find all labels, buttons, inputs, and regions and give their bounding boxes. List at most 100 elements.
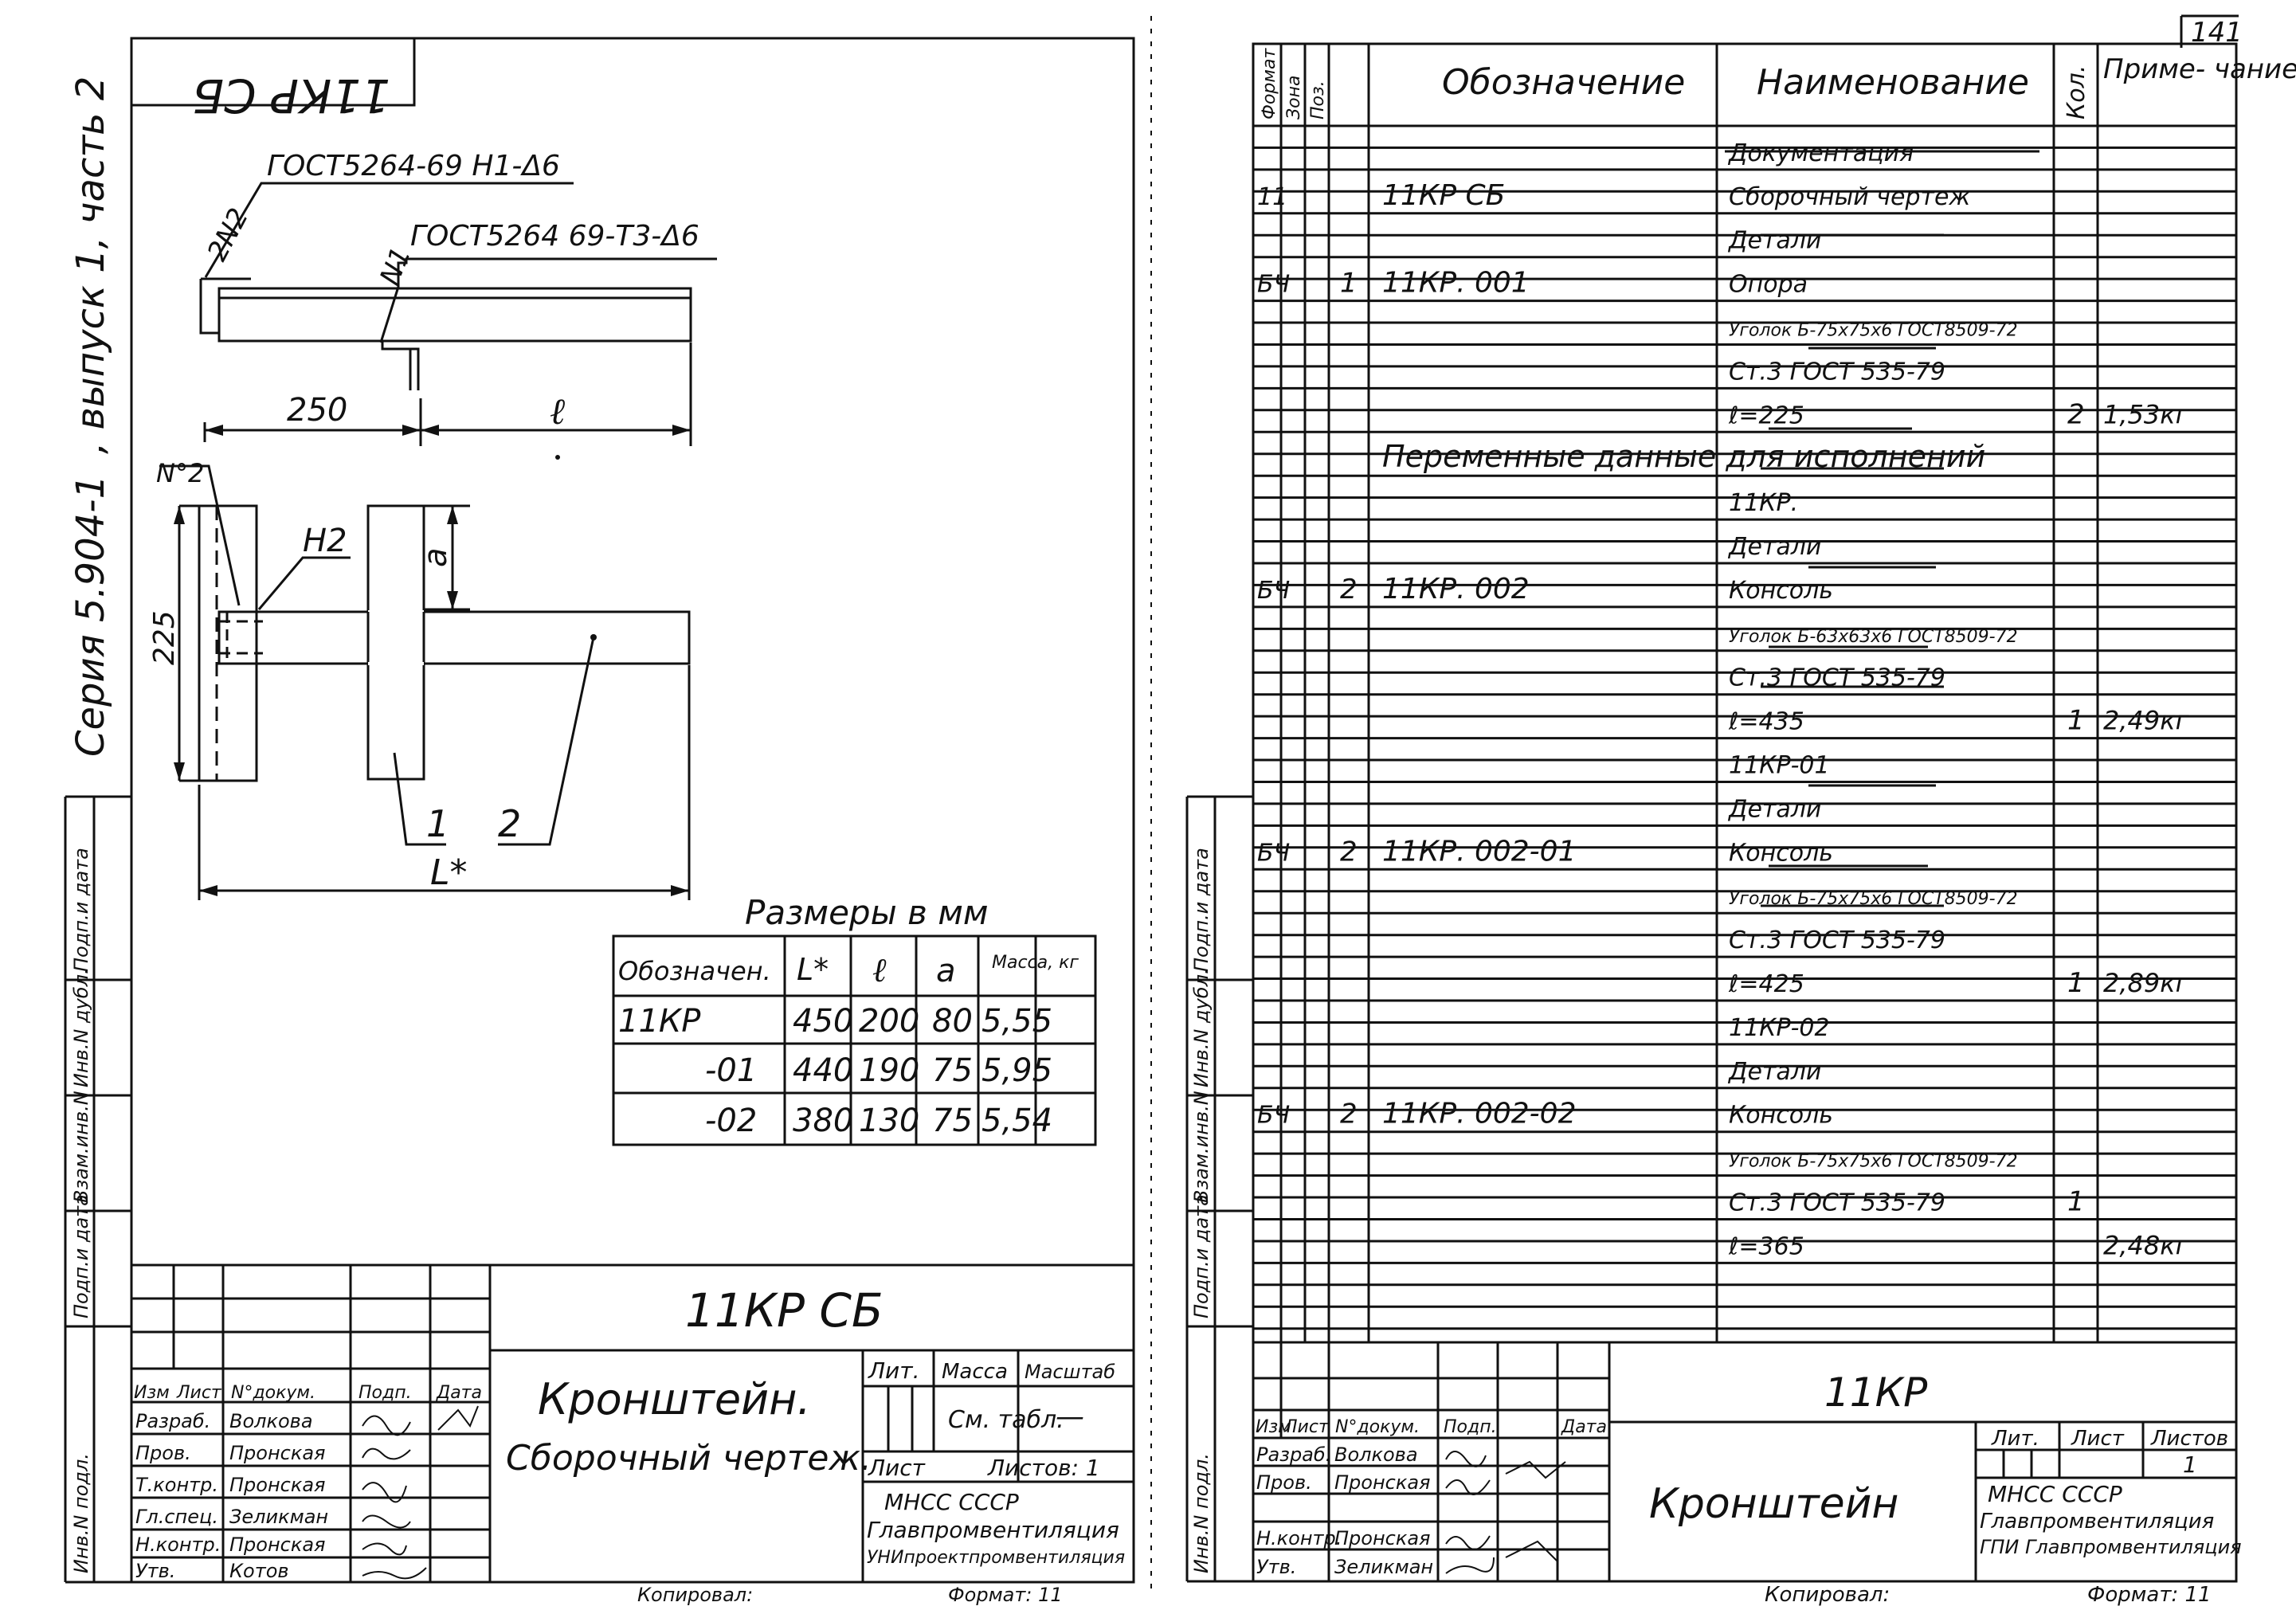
hdr-note: Приме- чание (2103, 53, 2296, 85)
weld-label-1: ГОСТ5264-69 Н1-Δ6 (267, 150, 560, 182)
svg-text:L*: L* (797, 952, 829, 987)
label-h2: Н2 (303, 523, 347, 559)
svg-text:Зеликман: Зеликман (1334, 1556, 1433, 1578)
left-massa-label: Масса (942, 1360, 1008, 1384)
svg-text:Волкова: Волкова (1334, 1444, 1418, 1466)
left-masshtab-label: Масштаб (1025, 1361, 1115, 1383)
spec-cell-name: Консоль (1729, 577, 1833, 605)
position-1: 1 (426, 802, 449, 845)
spec-cell-format: БЧ (1257, 271, 1290, 299)
right-title-head: Изм Лист N°докум. Подп. Дата (1256, 1417, 1607, 1437)
hdr-format: Формат (1260, 48, 1279, 119)
svg-text:Изм: Изм (1256, 1417, 1291, 1437)
hdr-pos: Поз. (1308, 80, 1328, 119)
spec-cell-designation: 11КР. 002-01 (1382, 835, 1576, 868)
right-side-col-3: Взам.инв.N (1190, 1091, 1213, 1203)
dim-a: a (417, 547, 454, 567)
svg-text:Разраб.: Разраб. (135, 1410, 210, 1432)
right-listov-label: Листов (2150, 1427, 2228, 1451)
spec-cell-name: Консоль (1729, 839, 1833, 867)
left-title-line1: Кронштейн. (538, 1374, 811, 1424)
svg-text:Т.контр.: Т.контр. (135, 1474, 218, 1496)
spec-cell-note: 1,53кг (2103, 399, 2189, 429)
dims-table (612, 934, 1097, 1146)
left-org-line2: Главпромвентиляция (867, 1517, 1119, 1543)
spec-cell-format: БЧ (1257, 839, 1290, 867)
spec-cell-name: Ст.3 ГОСТ 535-79 (1729, 358, 1945, 386)
spec-cell-qty: 2 (2067, 398, 2085, 430)
right-side-col-4: Инв.N дубл. (1190, 968, 1213, 1087)
svg-text:Котов: Котов (229, 1560, 289, 1582)
svg-text:Разраб.: Разраб. (1256, 1444, 1331, 1466)
right-listov-value: 1 (2183, 1451, 2197, 1478)
svg-text:75: 75 (932, 1052, 973, 1089)
spec-cell-name: Ст.3 ГОСТ 535-79 (1729, 1189, 1945, 1217)
spec-cell-format: БЧ (1257, 577, 1290, 605)
svg-text:Изм: Изм (134, 1383, 170, 1403)
spec-cell-name: Уголок Б-63х63х6 ГОСТ8509-72 (1729, 627, 2018, 647)
spec-cell-designation: 11КР СБ (1382, 179, 1505, 212)
svg-text:Подп.: Подп. (1444, 1417, 1497, 1437)
spec-cell-name: Детали (1727, 1058, 1821, 1086)
spec-cell-format: БЧ (1257, 1102, 1290, 1130)
svg-text:Н.контр.: Н.контр. (135, 1534, 221, 1556)
spec-cell-name: 11КР-01 (1729, 752, 1830, 780)
svg-text:Пров.: Пров. (1256, 1471, 1312, 1494)
svg-text:-01: -01 (705, 1052, 757, 1089)
left-massa-value: См. табл. (948, 1406, 1064, 1434)
svg-text:130: 130 (859, 1103, 919, 1139)
dimension-arrows-top (205, 425, 691, 436)
svg-text:Утв.: Утв. (135, 1560, 175, 1582)
right-side-col-2: Подп.и дата (1190, 1194, 1213, 1318)
spec-cell-name: 11КР-02 (1729, 1014, 1830, 1042)
spec-cell-name: Документация (1727, 139, 1914, 167)
bracket-side-view (199, 182, 717, 446)
spec-cell-name: Ст.3 ГОСТ 535-79 (1729, 926, 1945, 954)
svg-text:Пронская: Пронская (1334, 1471, 1431, 1494)
spec-cell-pos: 2 (1340, 1099, 1358, 1130)
svg-text:Зеликман: Зеликман (229, 1506, 328, 1528)
left-title-line2: Сборочный чертеж. (506, 1438, 872, 1479)
dims-table-headers: Обозначен. L* ℓ a Масса, кг (618, 950, 1079, 989)
right-footer-format: Формат: 11 (2087, 1583, 2212, 1607)
svg-text:190: 190 (859, 1052, 919, 1089)
right-list-label: Лист (2071, 1427, 2125, 1451)
right-sheet-frame (1185, 42, 2238, 1583)
right-lit-label: Лит. (1991, 1427, 2039, 1451)
spec-cell-qty: 1 (2067, 967, 2085, 999)
left-sheet-frame (64, 37, 1135, 1584)
weld-label-2: ГОСТ5264 69-Т3-Δ6 (410, 220, 699, 253)
left-footer-format: Формат: 11 (948, 1584, 1063, 1606)
svg-text:440: 440 (793, 1052, 853, 1089)
side-issue: , выпуск 1, часть 2 (69, 76, 113, 454)
side-col-4: Инв.N дубл. (70, 968, 92, 1087)
right-signatures (1445, 1451, 1566, 1574)
bracket-plan-view (159, 464, 691, 900)
right-org-line2: Главпромвентиляция (1980, 1510, 2214, 1534)
left-title-people: Разраб. Волкова Пров. Пронская Т.контр. … (135, 1410, 328, 1582)
left-org-line3: УНИпроектпромвентиляция (867, 1548, 1125, 1568)
dims-caption: Размеры в мм (745, 893, 989, 932)
spec-cell-name: ℓ=435 (1728, 708, 1804, 736)
dim-250: 250 (287, 392, 347, 429)
spec-cell-name: Опора (1729, 271, 1808, 299)
svg-text:5,55: 5,55 (981, 1003, 1052, 1040)
spec-table-grid (1253, 44, 2236, 1344)
spec-cell-note: 2,49кг (2103, 706, 2189, 736)
spec-cell-name: Уголок Б-75х75х6 ГОСТ8509-72 (1729, 1152, 2018, 1172)
spec-cell-pos: 2 (1340, 836, 1358, 868)
svg-text:5,95: 5,95 (981, 1052, 1052, 1089)
svg-text:N°докум.: N°докум. (1335, 1417, 1420, 1437)
svg-text:200: 200 (859, 1003, 919, 1040)
svg-text:75: 75 (932, 1103, 973, 1139)
dim-225: 225 (148, 610, 181, 665)
svg-text:Утв.: Утв. (1256, 1556, 1296, 1578)
svg-text:Н.контр.: Н.контр. (1256, 1527, 1342, 1549)
dims-table-rows: 11КР 450 200 80 5,55 -01 440 190 75 5,95… (618, 1003, 1052, 1139)
side-series: Серия 5.904-1 (69, 475, 113, 757)
spec-cell-designation: 11КР. 001 (1382, 267, 1530, 300)
svg-text:Подп.: Подп. (359, 1383, 412, 1403)
svg-text:Пров.: Пров. (135, 1442, 191, 1464)
svg-text:11КР СБ: 11КР СБ (192, 69, 390, 123)
